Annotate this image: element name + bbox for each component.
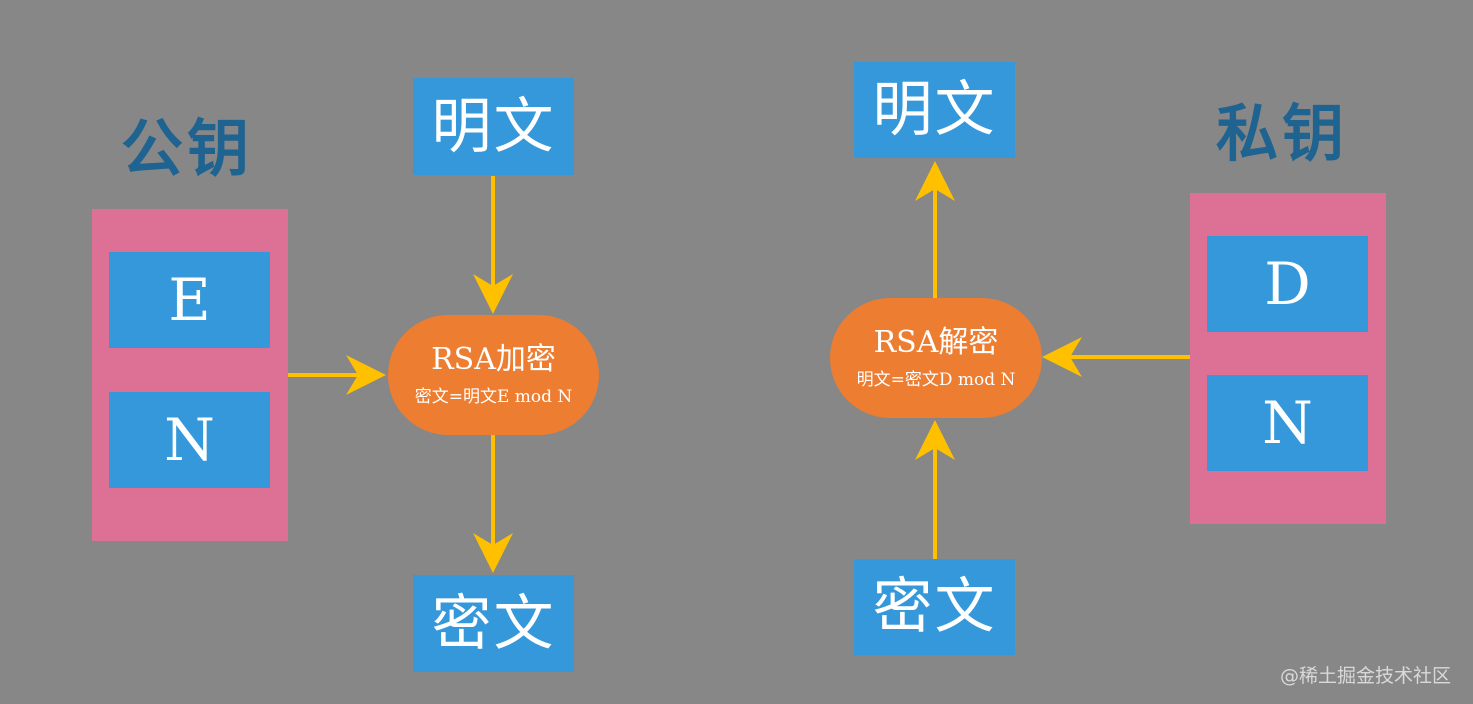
public-key-n: N <box>109 392 270 488</box>
private-key-n: N <box>1207 375 1368 471</box>
rsa-encrypt-formula: 密文=明文E mod N <box>414 387 573 407</box>
private-key-title: 私钥 <box>1216 97 1349 170</box>
plaintext-input-box: 明文 <box>413 78 574 175</box>
ciphertext-input-box: 密文 <box>854 559 1015 655</box>
rsa-encrypt-node: RSA加密 密文=明文E mod N <box>388 315 599 435</box>
rsa-decrypt-node: RSA解密 明文=密文D mod N <box>830 298 1042 418</box>
watermark: @稀土掘金技术社区 <box>1279 665 1451 687</box>
plaintext-output-box: 明文 <box>854 62 1015 158</box>
rsa-decrypt-title: RSA解密 <box>873 325 999 360</box>
rsa-decrypt-formula: 明文=密文D mod N <box>856 370 1016 390</box>
public-key-e: E <box>109 252 270 348</box>
ciphertext-output-box: 密文 <box>413 575 574 672</box>
rsa-encrypt-title: RSA加密 <box>431 342 556 377</box>
private-key-d: D <box>1207 236 1368 332</box>
public-key-title: 公钥 <box>121 112 254 185</box>
